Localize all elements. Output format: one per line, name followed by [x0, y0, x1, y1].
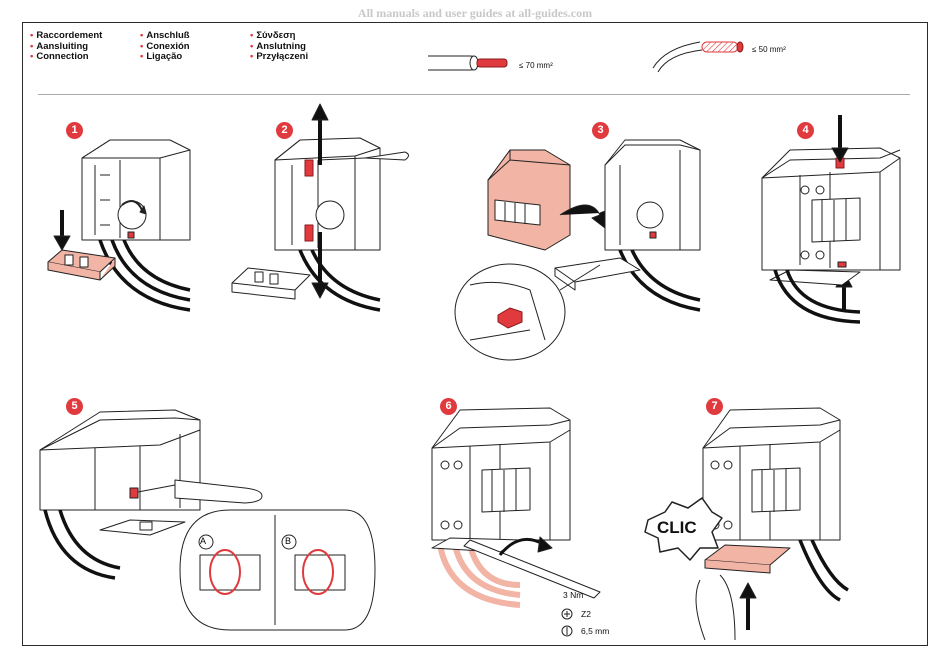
braided-cable-icon [652, 41, 744, 73]
legend-column-3: Σύνδεση Anslutning Przyłączeni [250, 30, 308, 63]
legend-column-2: Anschluß Conexión Ligação [140, 30, 190, 63]
legend-item: Aansluiting [30, 41, 102, 53]
step-2-badge: 2 [276, 122, 293, 139]
step-5-badge: 5 [66, 398, 83, 415]
step-7-badge: 7 [706, 398, 723, 415]
detail-label-b: B [285, 536, 292, 546]
step-3-badge: 3 [592, 122, 609, 139]
step-7-illustration [644, 407, 849, 641]
step-4-illustration [761, 115, 901, 324]
legend-item: Anschluß [140, 30, 189, 42]
legend-item: Σύνδεση [250, 30, 308, 42]
step-1-illustration [47, 139, 191, 312]
header-divider [38, 94, 910, 95]
legend-item: Anslutning [250, 41, 308, 53]
legend-item: Raccordement [30, 30, 102, 42]
step-6-badge: 6 [440, 398, 457, 415]
pozidriv-spec: Z2 [581, 609, 591, 619]
clic-label: CLIC [657, 518, 697, 537]
legend-item: Ligação [140, 51, 190, 63]
thin-cable-caption: ≤ 70 mm² [519, 61, 553, 70]
flat-screwdriver-spec: 6,5 mm [581, 626, 610, 636]
torque-spec: 3 Nm [563, 590, 584, 600]
legend-item: Przyłączeni [250, 51, 308, 63]
step-3-illustration [454, 139, 701, 361]
step-6-illustration [431, 407, 601, 637]
page-frame [22, 22, 928, 646]
step-2-illustration [231, 103, 409, 312]
braided-cable-caption: ≤ 50 mm² [752, 45, 786, 54]
step-5-illustration [39, 409, 376, 631]
watermark: All manuals and user guides at all-guide… [357, 6, 593, 20]
detail-label-a: A [200, 536, 207, 546]
thin-cable-icon [428, 55, 508, 71]
legend-item: Connection [30, 51, 102, 63]
step-4-badge: 4 [797, 122, 814, 139]
legend-column-1: Raccordement Aansluiting Connection [30, 30, 102, 63]
step-1-badge: 1 [66, 122, 83, 139]
legend-item: Conexión [140, 41, 189, 53]
